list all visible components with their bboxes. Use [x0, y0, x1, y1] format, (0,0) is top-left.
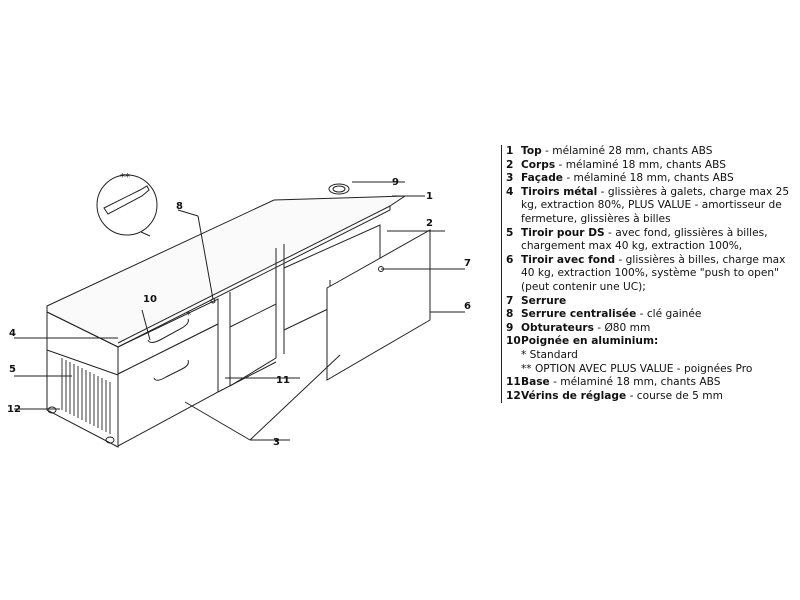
legend-description: - Ø80 mm: [593, 321, 651, 334]
legend-number: 6: [506, 253, 514, 266]
legend-item: 7 Serrure: [506, 295, 798, 309]
legend-term: Serrure: [521, 294, 567, 307]
legend-text: Tiroirs métal - glissières à galets, cha…: [521, 186, 798, 227]
legend-description: - mélaminé 28 mm, chants ABS: [541, 145, 713, 157]
legend-item: 5 Tiroir pour DS - avec fond, glissières …: [506, 227, 798, 254]
callout-8: 8: [176, 201, 183, 212]
callout-12: 12: [7, 404, 21, 415]
legend-item: 4 Tiroirs métal - glissières à galets, ch…: [506, 186, 798, 227]
legend-term: Obturateurs: [521, 321, 594, 334]
legend-text: Serrure centralisée - clé gainée: [521, 308, 798, 322]
legend-term: Tiroir pour DS: [521, 226, 605, 239]
legend-number: 12: [506, 389, 521, 402]
legend-text: Top - mélaminé 28 mm, chants ABS: [521, 145, 798, 159]
legend-term: Tiroirs métal: [521, 185, 598, 198]
callout-9: 9: [392, 177, 399, 188]
legend-text: Obturateurs - Ø80 mm: [521, 322, 798, 336]
legend-number: 11: [506, 376, 521, 389]
legend-text: Corps - mélaminé 18 mm, chants ABS: [521, 159, 798, 173]
legend-description: - mélaminé 18 mm, chants ABS: [549, 376, 721, 389]
legend-number: 7: [506, 294, 514, 307]
legend-term: Base: [521, 376, 550, 389]
legend-description: ** OPTION AVEC PLUS VALUE - poignées Pro: [521, 362, 753, 375]
callout-7: 7: [464, 258, 471, 269]
legend-text: Poignée en aluminium:: [521, 335, 798, 349]
legend-item: 9 Obturateurs - Ø80 mm: [506, 322, 798, 336]
legend-text: Tiroir avec fond - glissières à billes, …: [521, 254, 798, 295]
callout-6: 6: [464, 301, 471, 312]
legend-description: * Standard: [521, 348, 578, 361]
callout-3: 3: [273, 437, 280, 448]
legend-description: - clé gainée: [636, 308, 702, 321]
legend-term: Tiroir avec fond: [521, 253, 616, 266]
legend-number: 3: [506, 172, 514, 185]
legend-text: ** OPTION AVEC PLUS VALUE - poignées Pro: [521, 363, 798, 377]
callout-11: 11: [276, 375, 290, 386]
drawer-handle-mark: *: [186, 310, 191, 321]
legend-text: Serrure: [521, 295, 798, 309]
handle-detail-mark: **: [120, 172, 130, 183]
legend-term: Corps: [521, 158, 556, 171]
legend-number: 10: [506, 335, 521, 348]
callout-10: 10: [143, 294, 157, 305]
legend-number: 2: [506, 158, 514, 171]
legend-number: 8: [506, 308, 514, 321]
legend-item: 6 Tiroir avec fond - glissières à billes,…: [506, 254, 798, 295]
legend-description: - glissières à billes, charge max 40 kg,…: [521, 253, 786, 293]
legend-number: 4: [506, 185, 514, 198]
legend-term: Poignée en aluminium:: [521, 335, 659, 348]
legend-text: Tiroir pour DS - avec fond, glissières à…: [521, 227, 798, 254]
legend-text: Base - mélaminé 18 mm, chants ABS: [521, 376, 798, 390]
legend: 1 Top - mélaminé 28 mm, chants ABS 2 Corps …: [501, 145, 798, 404]
legend-number: 5: [506, 226, 514, 239]
legend-item: 8 Serrure centralisée - clé gainée: [506, 308, 798, 322]
legend-item: 1 Top - mélaminé 28 mm, chants ABS: [506, 145, 798, 159]
legend-description: - glissières à galets, charge max 25 kg,…: [521, 185, 790, 225]
legend-term: Top: [521, 145, 542, 157]
legend-item: * Standard: [506, 349, 798, 363]
legend-number: 9: [506, 321, 514, 334]
legend-term: Façade: [521, 172, 563, 185]
callout-1: 1: [426, 191, 433, 202]
legend-item: 2 Corps - mélaminé 18 mm, chants ABS: [506, 159, 798, 173]
callout-2: 2: [426, 218, 433, 229]
legend-text: Vérins de réglage - course de 5 mm: [521, 390, 798, 404]
legend-description: - mélaminé 18 mm, chants ABS: [562, 172, 734, 185]
legend-text: Façade - mélaminé 18 mm, chants ABS: [521, 172, 798, 186]
legend-item: 3 Façade - mélaminé 18 mm, chants ABS: [506, 172, 798, 186]
legend-term: Vérins de réglage: [521, 389, 627, 402]
callout-4: 4: [9, 328, 16, 339]
callout-5: 5: [9, 364, 16, 375]
legend-description: - course de 5 mm: [626, 389, 723, 402]
legend-number: 1: [506, 145, 514, 157]
legend-item: ** OPTION AVEC PLUS VALUE - poignées Pro: [506, 363, 798, 377]
legend-term: Serrure centralisée: [521, 308, 637, 321]
legend-text: * Standard: [521, 349, 798, 363]
legend-description: - avec fond, glissières à billes, charge…: [521, 226, 768, 253]
legend-description: - mélaminé 18 mm, chants ABS: [555, 158, 726, 171]
